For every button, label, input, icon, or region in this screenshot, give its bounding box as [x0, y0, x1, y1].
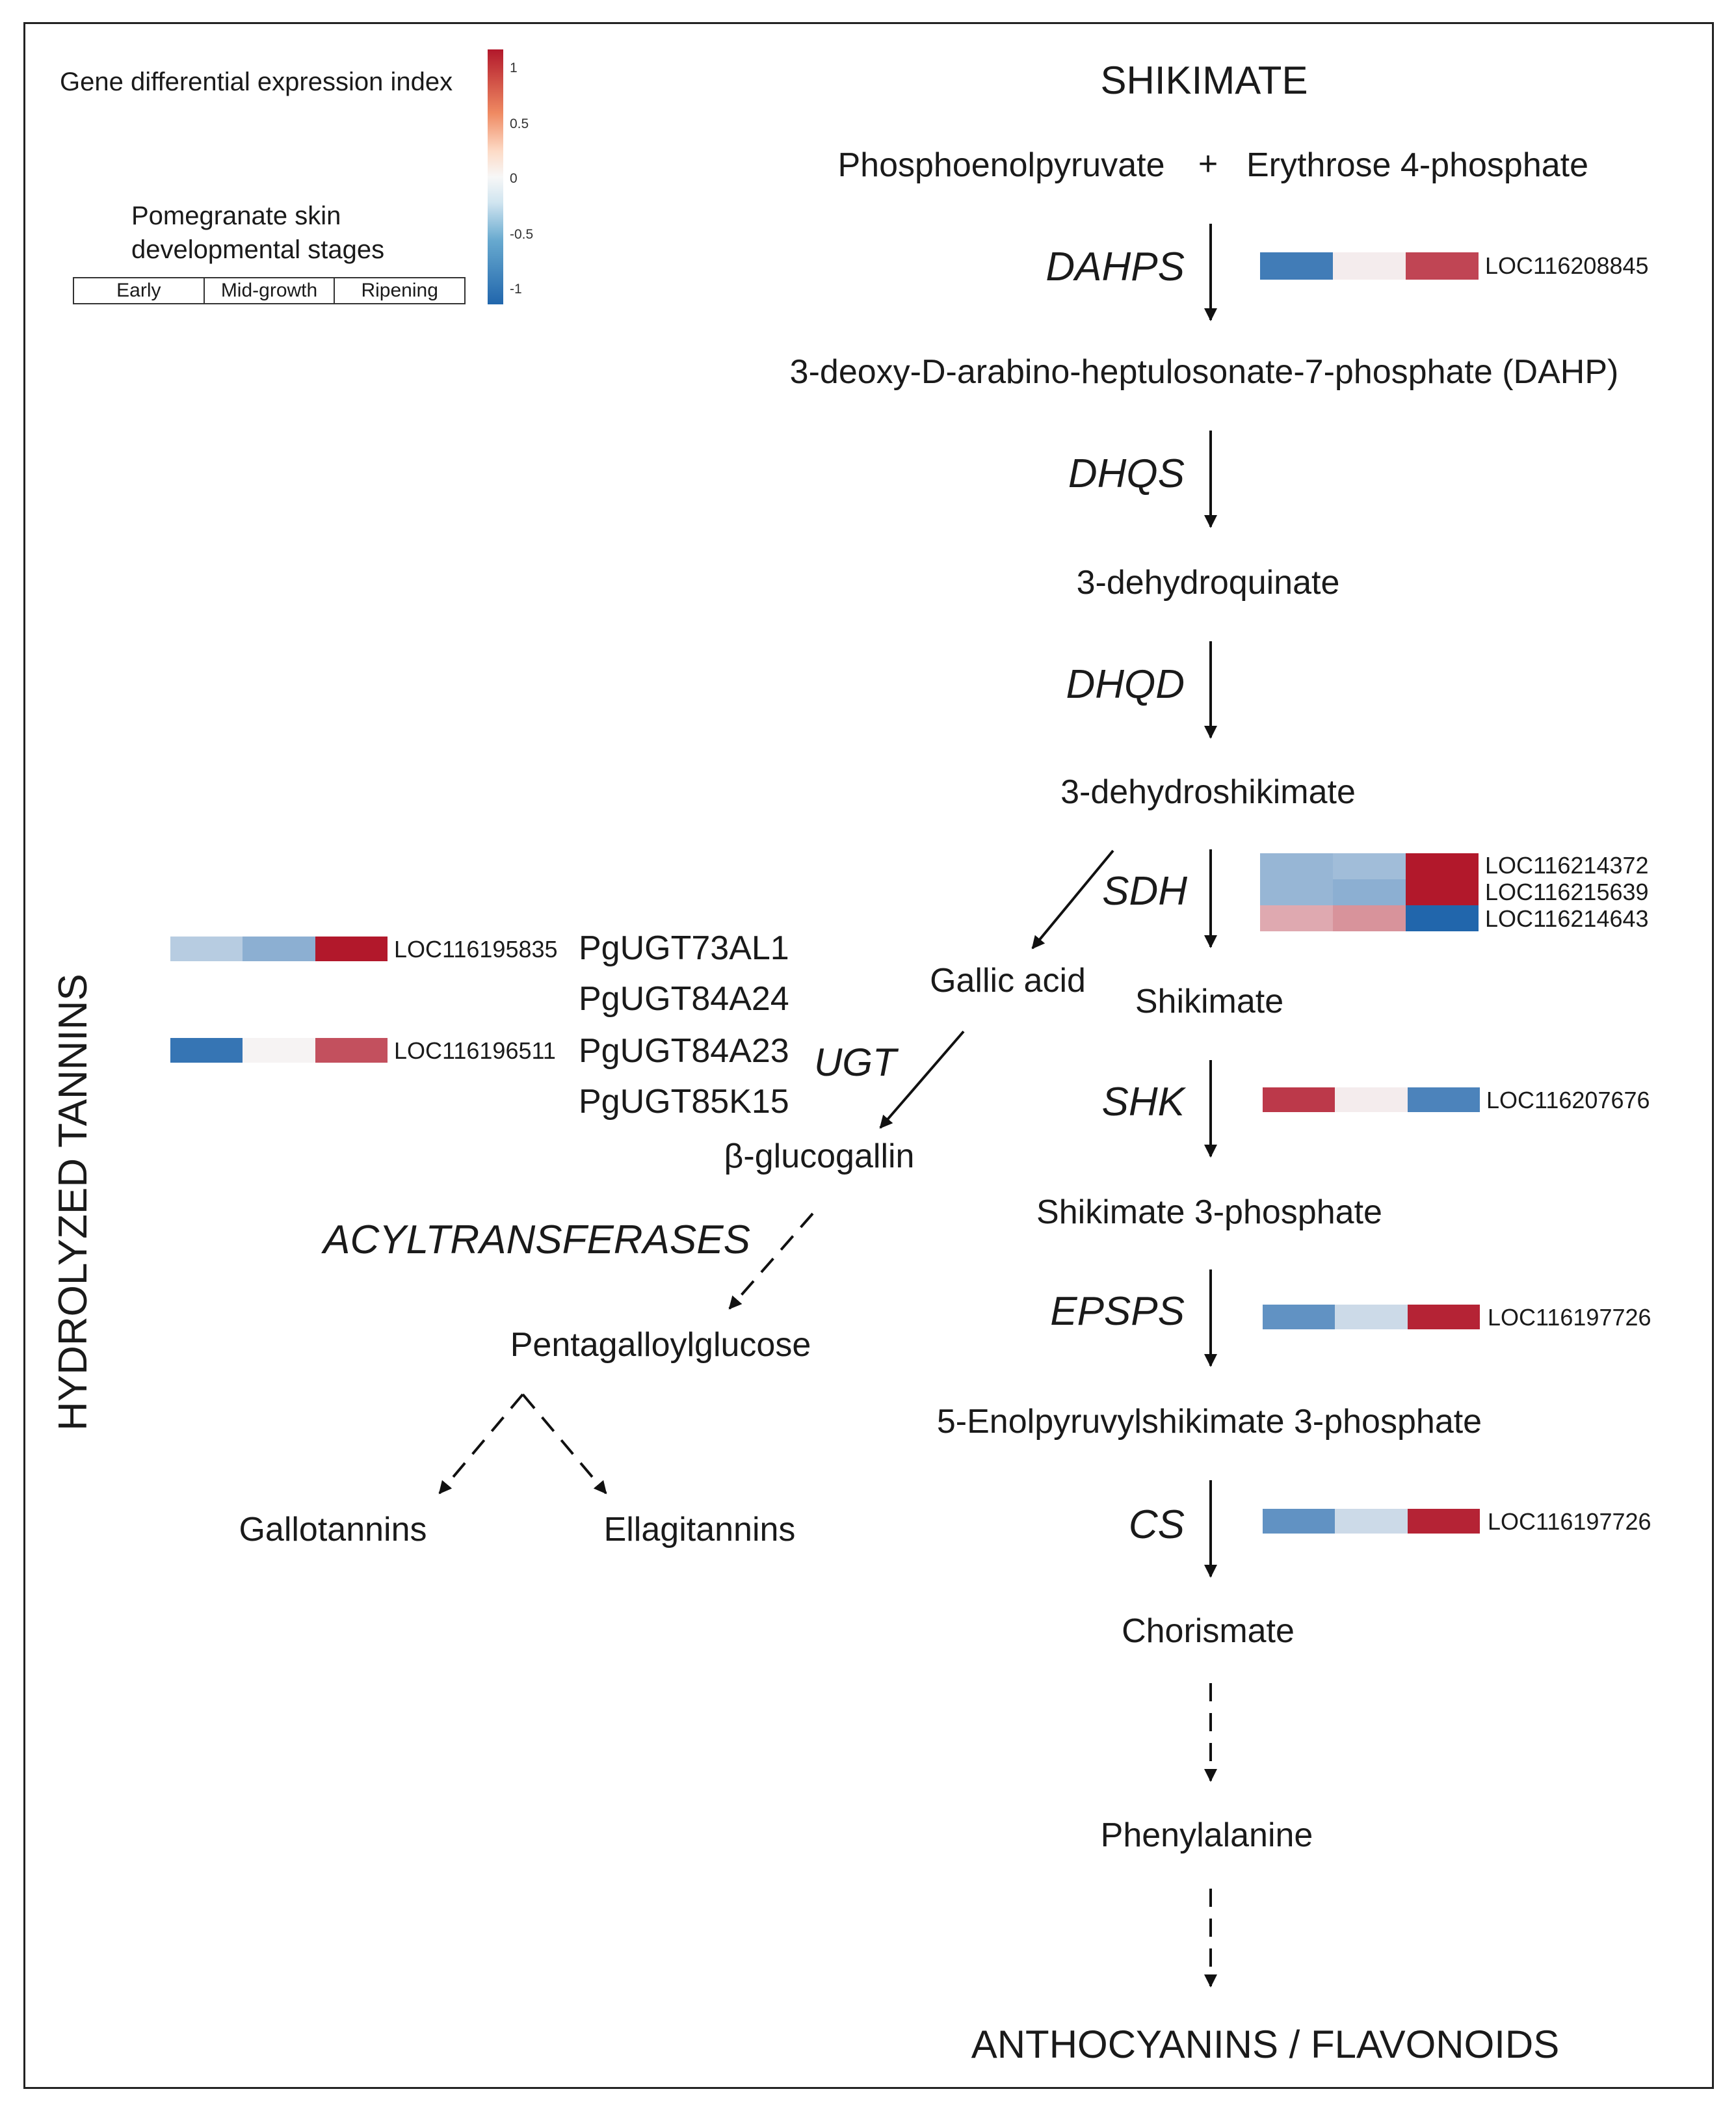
heat-cell-ripening	[315, 937, 388, 961]
compound-dahp: 3-deoxy-D-arabino-heptulosonate-7-phosph…	[789, 353, 1619, 391]
arrow-to-gallotannins	[438, 1393, 524, 1495]
stage-early: Early	[74, 278, 205, 303]
heat-cell-ripening	[1407, 1087, 1480, 1112]
heatmap-ugt-row-2	[170, 1038, 388, 1063]
heatmap-sdh-row-3	[1260, 905, 1479, 931]
plus-sign: +	[1198, 145, 1218, 183]
heat-cell-ripening	[1407, 1305, 1480, 1329]
heat-cell-mid-growth	[1333, 853, 1406, 879]
stage-legend: Early Mid-growth Ripening	[73, 277, 466, 304]
heatmap-ugt-row-1	[170, 937, 388, 961]
arrow-ugt	[879, 1030, 965, 1129]
ugt-gene-3: PgUGT84A23	[579, 1032, 789, 1070]
heat-cell-ripening	[315, 1038, 388, 1063]
enzyme-dahps: DAHPS	[1046, 245, 1185, 289]
heat-cell-early	[170, 937, 243, 961]
heat-cell-mid-growth	[1333, 252, 1406, 280]
legend-subtitle-line2: developmental stages	[131, 235, 385, 264]
heat-cell-mid-growth	[1335, 1305, 1408, 1329]
heat-cell-ripening	[1406, 853, 1479, 879]
heatmap-sdh-row-1	[1260, 853, 1479, 879]
anthocyanins-flavonoids-title: ANTHOCYANINS / FLAVONOIDS	[971, 2023, 1560, 2066]
heat-cell-early	[1260, 853, 1333, 879]
loc-sdh-3: LOC116214643	[1485, 905, 1649, 932]
heat-cell-mid-growth	[1335, 1087, 1408, 1112]
figure-frame	[23, 22, 1714, 2089]
heat-cell-mid-growth	[1333, 905, 1406, 931]
shikimate-title: SHIKIMATE	[1100, 59, 1308, 102]
compound-3-dehydroquinate: 3-dehydroquinate	[1076, 564, 1340, 602]
heat-cell-mid-growth	[1335, 1509, 1408, 1534]
loc-ugt-2: LOC116196511	[394, 1037, 556, 1064]
scale-tick-0: 0	[510, 171, 518, 186]
loc-ugt-1: LOC116195835	[394, 936, 558, 963]
erythrose-4-phosphate: Erythrose 4-phosphate	[1246, 146, 1589, 184]
scale-tick-neg-1: -1	[510, 282, 522, 297]
heat-cell-ripening	[1406, 252, 1479, 280]
loc-shk-1: LOC116207676	[1486, 1087, 1650, 1113]
legend-title: Gene differential expression index	[60, 68, 453, 96]
compound-pentagalloylglucose: Pentagalloylglucose	[510, 1326, 811, 1364]
compound-shikimate-3-phosphate: Shikimate 3-phosphate	[1036, 1193, 1382, 1231]
heat-cell-early	[1260, 905, 1333, 931]
enzyme-cs: CS	[1128, 1502, 1185, 1547]
loc-sdh-2: LOC116215639	[1485, 879, 1649, 905]
heatmap-dahps-row-1	[1260, 252, 1479, 280]
enzyme-dhqd: DHQD	[1066, 662, 1185, 707]
stage-mid-growth: Mid-growth	[205, 278, 335, 303]
heat-cell-ripening	[1406, 905, 1479, 931]
heat-cell-early	[1263, 1305, 1335, 1329]
scale-tick-0.5: 0.5	[510, 116, 529, 131]
compound-chorismate: Chorismate	[1122, 1612, 1295, 1650]
heat-cell-mid-growth	[243, 937, 315, 961]
heat-cell-mid-growth	[243, 1038, 315, 1063]
color-scale-bar	[488, 49, 503, 304]
enzyme-acyltransferases: ACYLTRANSFERASES	[323, 1217, 750, 1262]
heat-cell-mid-growth	[1333, 879, 1406, 905]
ugt-gene-2: PgUGT84A24	[579, 980, 789, 1018]
heatmap-cs-row-1	[1263, 1509, 1480, 1534]
compound-gallic-acid: Gallic acid	[930, 962, 1086, 1000]
arrow-to-ellagitannins	[521, 1393, 607, 1495]
scale-tick-1: 1	[510, 60, 518, 75]
enzyme-dhqs: DHQS	[1068, 451, 1185, 496]
heat-cell-early	[170, 1038, 243, 1063]
loc-cs-1: LOC116197726	[1488, 1508, 1651, 1535]
loc-dahps-1: LOC116208845	[1485, 252, 1649, 279]
scale-tick-neg-0.5: -0.5	[510, 227, 534, 242]
enzyme-ugt: UGT	[814, 1041, 897, 1084]
loc-sdh-1: LOC116214372	[1485, 852, 1649, 879]
ugt-gene-1: PgUGT73AL1	[579, 929, 789, 967]
heatmap-sdh-row-2	[1260, 879, 1479, 905]
phosphoenolpyruvate: Phosphoenolpyruvate	[837, 146, 1165, 184]
loc-epsps-1: LOC116197726	[1488, 1304, 1651, 1331]
ugt-gene-4: PgUGT85K15	[579, 1083, 789, 1121]
heatmap-epsps-row-1	[1263, 1305, 1480, 1329]
compound-gallotannins: Gallotannins	[239, 1511, 427, 1548]
arrow-acyltransferases	[728, 1212, 814, 1310]
compound-epsp: 5-Enolpyruvylshikimate 3-phosphate	[936, 1403, 1482, 1441]
stage-ripening: Ripening	[361, 280, 438, 301]
heatmap-shk-row-1	[1263, 1087, 1480, 1112]
enzyme-sdh: SDH	[1102, 869, 1187, 914]
compound-beta-glucogallin: β-glucogallin	[724, 1137, 915, 1175]
heat-cell-early	[1260, 252, 1333, 280]
legend-subtitle-line1: Pomegranate skin	[131, 202, 341, 230]
compound-3-dehydroshikimate: 3-dehydroshikimate	[1060, 773, 1356, 811]
heat-cell-ripening	[1406, 879, 1479, 905]
heat-cell-ripening	[1407, 1509, 1480, 1534]
enzyme-shk: SHK	[1101, 1080, 1185, 1124]
heat-cell-early	[1260, 879, 1333, 905]
heat-cell-early	[1263, 1087, 1335, 1112]
compound-shikimate: Shikimate	[1135, 983, 1284, 1020]
enzyme-epsps: EPSPS	[1050, 1289, 1185, 1334]
compound-phenylalanine: Phenylalanine	[1100, 1816, 1313, 1854]
compound-ellagitannins: Ellagitannins	[603, 1511, 796, 1548]
heat-cell-early	[1263, 1509, 1335, 1534]
arrow-to-gallic-acid	[1031, 849, 1114, 950]
